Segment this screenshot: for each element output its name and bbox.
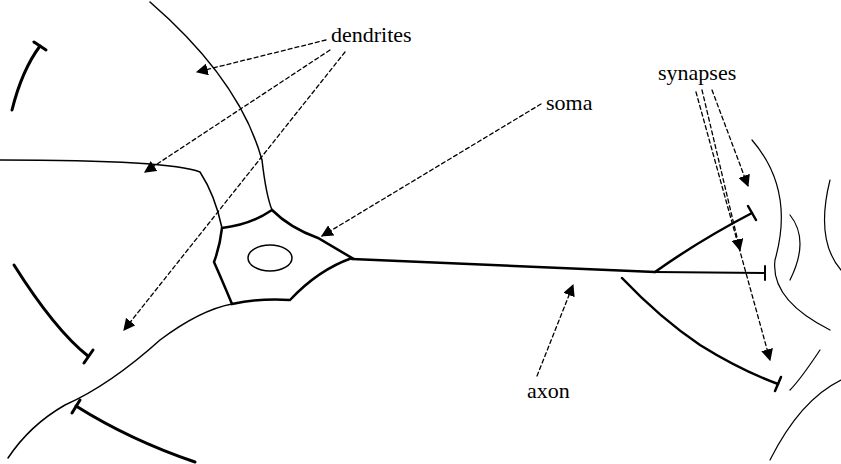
part-label: dendrites <box>331 24 412 46</box>
part-label: soma <box>546 92 592 114</box>
part-label: axon <box>527 380 570 402</box>
part-label: synapses <box>658 62 736 84</box>
